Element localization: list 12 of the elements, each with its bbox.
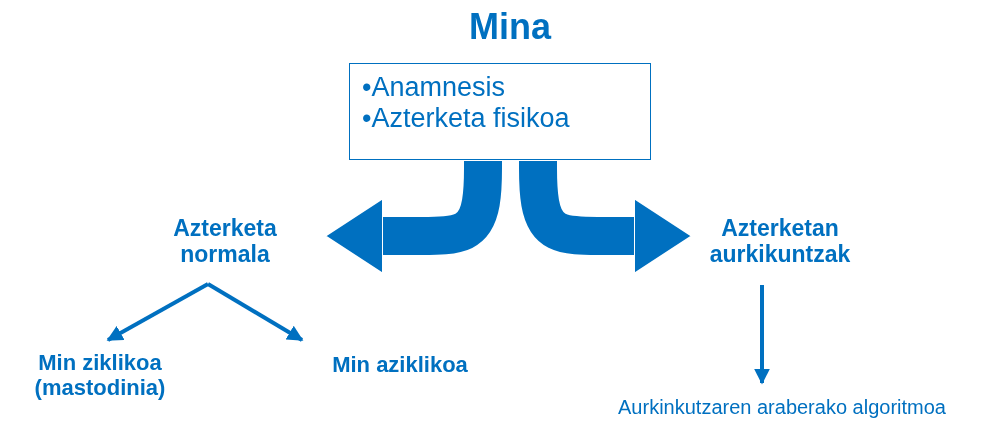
text-box	[349, 63, 651, 160]
diagram-title: Mina	[468, 6, 553, 48]
node-text: Azterketa normala	[172, 215, 278, 268]
node-text: •Azterketa fisikoa	[362, 103, 571, 135]
node-text: Min ziklikoa (mastodinia)	[33, 350, 167, 401]
node-text: •Anamnesis	[362, 72, 506, 104]
arrow	[754, 285, 770, 385]
arrow	[206, 282, 304, 342]
node-text: Aurkinkutzaren araberako algoritmoa	[617, 396, 947, 419]
node-text: Min aziklikoa	[331, 352, 469, 378]
node-text: Azterketan aurkikuntzak	[708, 215, 852, 268]
arrow	[106, 282, 209, 342]
